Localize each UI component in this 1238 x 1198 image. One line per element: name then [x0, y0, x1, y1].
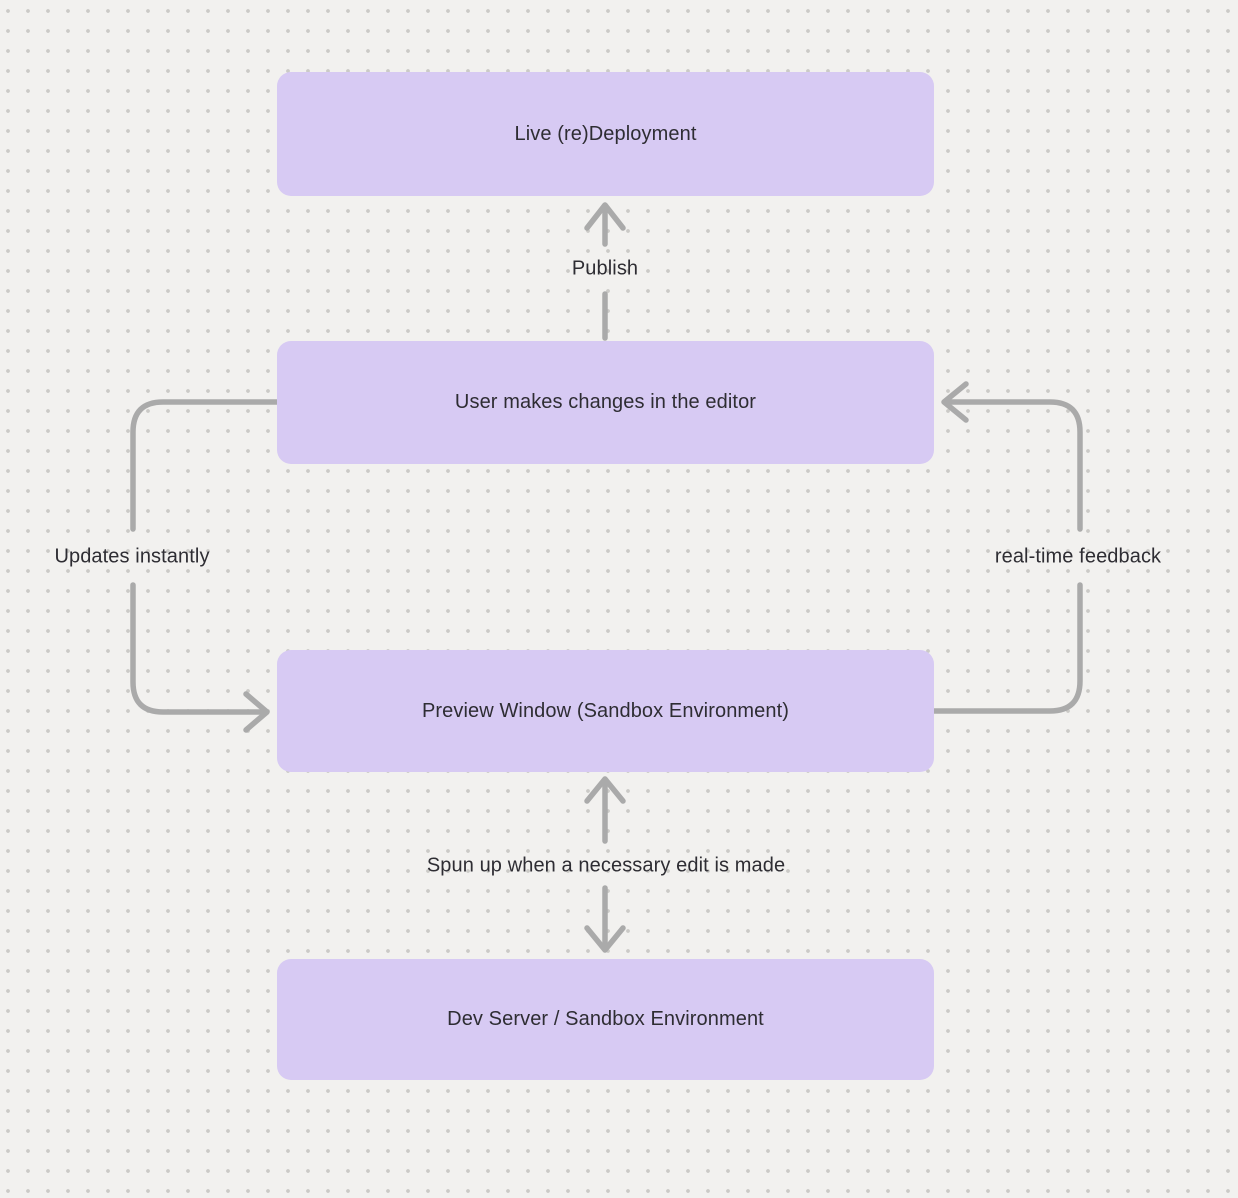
arrow-up-icon	[584, 776, 626, 804]
node-label: User makes changes in the editor	[454, 391, 757, 413]
arrow-left-icon	[941, 381, 969, 423]
edge-label-publish: Publish	[571, 257, 639, 280]
node-preview-window[interactable]: Preview Window (Sandbox Environment)	[277, 650, 934, 772]
node-label: Preview Window (Sandbox Environment)	[421, 699, 790, 722]
feedback-connector-lower	[931, 582, 1083, 714]
feedback-connector-upper	[946, 399, 1083, 532]
updates-connector-upper	[130, 399, 280, 532]
edge-label-realtime-feedback: real-time feedback	[994, 545, 1162, 568]
arrow-down-icon	[584, 925, 626, 953]
node-label: Live (re)Deployment	[514, 122, 697, 145]
node-live-deployment[interactable]: Live (re)Deployment	[277, 72, 934, 196]
arrow-up-icon	[584, 202, 626, 231]
edge-label-updates-instantly: Updates instantly	[54, 545, 210, 568]
node-dev-server[interactable]: Dev Server / Sandbox Environment	[277, 959, 934, 1080]
edge-label-spun-up: Spun up when a necessary edit is made	[426, 854, 786, 877]
node-label: Dev Server / Sandbox Environment	[447, 1008, 764, 1030]
updates-connector-lower	[130, 582, 264, 715]
node-editor-changes[interactable]: User makes changes in the editor	[277, 341, 934, 464]
arrow-right-icon	[243, 691, 270, 733]
